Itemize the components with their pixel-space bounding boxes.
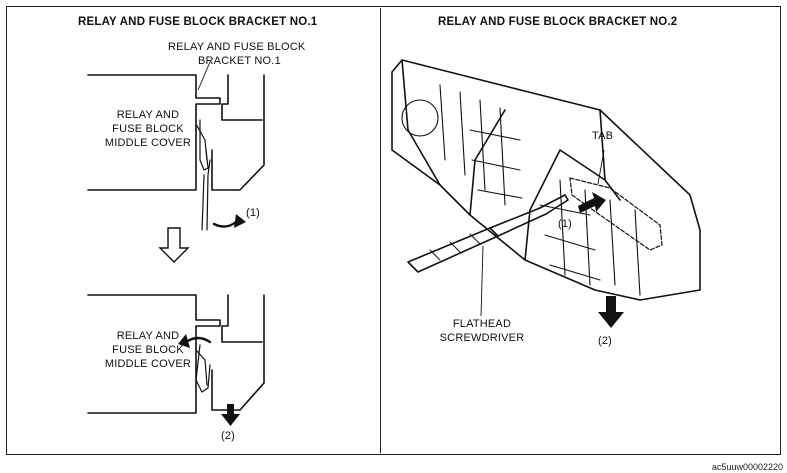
bottom-step-label: (2) (221, 430, 236, 442)
top-arrow-curve (212, 220, 238, 228)
screwdriver (407, 194, 569, 273)
bottom-cover-label-line1: RELAY AND (116, 330, 180, 342)
top-clip (195, 119, 211, 231)
bottom-cover-outline (87, 294, 221, 414)
bracket-no2-outline (391, 59, 701, 301)
figure-frame (6, 6, 781, 455)
leader-bracket-no1 (197, 61, 211, 91)
figure-code: ac5uuw00002220 (711, 462, 783, 472)
bottom-down-arrow (221, 404, 240, 426)
top-bracket-outline (211, 74, 265, 191)
top-cover-label-line2: FUSE BLOCK (112, 123, 184, 135)
bottom-cover-label-line2: FUSE BLOCK (112, 344, 184, 356)
leader-tab (597, 149, 605, 185)
tool-label-line2: SCREWDRIVER (439, 332, 525, 344)
panel2-title: RELAY AND FUSE BLOCK BRACKET NO.2 (438, 16, 678, 28)
top-arrow-head (234, 214, 246, 228)
bracket-label-line1: RELAY AND FUSE BLOCK (168, 41, 306, 53)
panel2-step2-label: (2) (598, 335, 613, 347)
top-cover-label-line3: MIDDLE COVER (104, 137, 192, 149)
tab-outline (569, 177, 663, 251)
tab-label: TAB (592, 130, 614, 142)
bottom-arrow-head (178, 334, 190, 348)
panel1-title: RELAY AND FUSE BLOCK BRACKET NO.1 (78, 16, 318, 28)
top-step-label: (1) (246, 207, 261, 219)
leader-screwdriver (480, 245, 484, 317)
panel2-down-arrow (598, 296, 624, 328)
panel-divider (380, 8, 381, 453)
bottom-bracket-outline (211, 294, 265, 411)
top-cover-label-line1: RELAY AND (116, 109, 180, 121)
panel2-push-arrow (578, 192, 606, 213)
bottom-arrow-curve (184, 336, 212, 344)
bracket-label-line2: BRACKET NO.1 (198, 55, 281, 67)
bracket-ribs (401, 84, 641, 296)
panel2-step1-label: (1) (558, 218, 573, 230)
bottom-clip (195, 344, 211, 393)
bottom-cover-label-line3: MIDDLE COVER (104, 358, 192, 370)
transition-arrow (158, 227, 190, 263)
tool-label-line1: FLATHEAD (452, 318, 512, 330)
top-cover-outline (87, 74, 221, 191)
